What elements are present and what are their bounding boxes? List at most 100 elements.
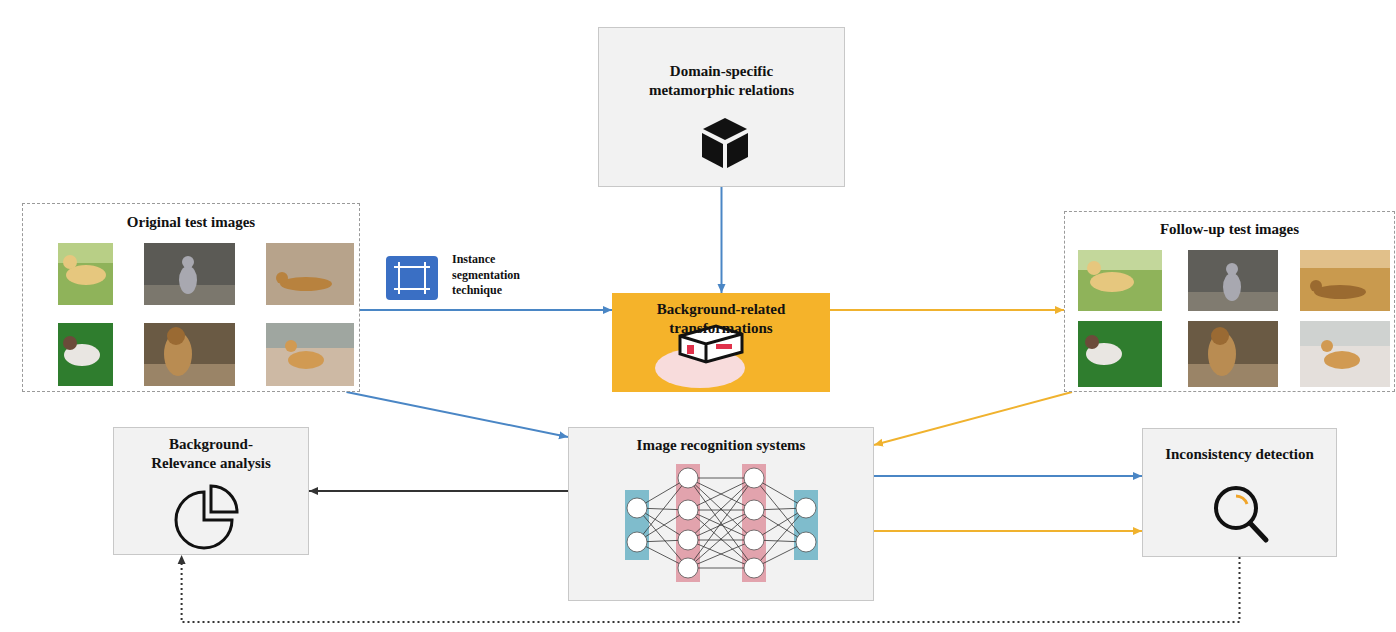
drawing-circle [1321, 340, 1333, 352]
drawing-rect [1078, 250, 1162, 311]
drawing-line [688, 478, 754, 568]
drawing-rect [144, 243, 235, 305]
drawing-circle [63, 255, 77, 269]
drawing-g [1300, 250, 1390, 311]
system-box: Image recognition systems [568, 427, 874, 601]
drawing-rect [1300, 250, 1390, 311]
drawing-circle [678, 468, 698, 488]
connector-arrow [874, 475, 1142, 477]
drawing-circle [796, 532, 816, 552]
drawing-circle [744, 558, 764, 578]
drawing-rect [1188, 250, 1278, 311]
drawing-rect [144, 323, 235, 386]
drawing-path [680, 334, 742, 362]
magnifier-icon [1216, 488, 1266, 540]
drawing-rect [598, 27, 845, 187]
drawing-rect [386, 256, 438, 300]
drawing-ellipse [179, 266, 197, 294]
drawing-g [1188, 321, 1278, 387]
drawing-rect [612, 293, 830, 392]
drawing-rect [113, 427, 309, 555]
drawing-path [702, 133, 723, 168]
drawing-line [424, 262, 426, 294]
drawing-circle [167, 327, 185, 345]
drawing-rect [1300, 321, 1390, 387]
drawing-g [1188, 250, 1278, 311]
drawing-g [1300, 321, 1390, 387]
drawing-circle [1211, 327, 1229, 345]
drawing-line [688, 478, 754, 568]
drawing-g [637, 478, 806, 568]
drawing-rect [742, 464, 766, 582]
relations-box: Domain-specific metamorphic relations [598, 27, 845, 187]
connector-arrow [346, 392, 568, 437]
node-label: Inconsistency detection [1147, 445, 1332, 464]
drawing-rect [144, 364, 235, 386]
drawing-circle [678, 500, 698, 520]
drawing-circle [744, 468, 764, 488]
drawing-circle [678, 558, 698, 578]
node-label: Domain-specific metamorphic relations [627, 62, 817, 100]
drawing-line [688, 478, 754, 510]
drawing-g [627, 468, 816, 578]
drawing-rect [399, 267, 425, 289]
node-label: Image recognition systems [581, 436, 861, 455]
drawing-rect [687, 345, 694, 354]
drawing-circle [744, 500, 764, 520]
drawing-g [266, 323, 354, 386]
connector-arrow [874, 530, 1142, 532]
node-label: Background-related transformations [631, 300, 811, 338]
drawing-rect [1300, 321, 1390, 346]
drawing-circle [744, 530, 764, 550]
drawing-ellipse [1223, 273, 1241, 301]
node-label: Background- Relevance analysis [136, 435, 286, 473]
drawing-circle [276, 272, 288, 284]
node-label: Follow-up test images [1100, 220, 1360, 239]
drawing-rect [568, 427, 874, 601]
connector-arrow [309, 490, 568, 492]
drawing-rect [266, 243, 354, 305]
drawing-rect [1188, 321, 1278, 387]
drawing-g [266, 243, 354, 305]
segmentation-icon [386, 256, 438, 300]
drawing-line [688, 540, 754, 568]
drawing-circle [1087, 261, 1101, 275]
drawing-circle [63, 336, 77, 350]
transform-box: Background-related transformations [612, 293, 830, 392]
drawing-line [688, 510, 754, 540]
drawing-line [1250, 523, 1266, 540]
drawing-circle [1085, 335, 1099, 349]
connector-arrow [830, 309, 1064, 311]
drawing-path [176, 492, 232, 548]
drawing-g [144, 323, 235, 386]
edge-label: Instance segmentation technique [450, 251, 550, 300]
drawing-circle [678, 530, 698, 550]
node-label: Original test images [61, 213, 321, 232]
drawing-path [211, 486, 237, 512]
drawing-g [1078, 321, 1162, 387]
drawing-rect [1300, 250, 1390, 268]
drawing-rect [676, 464, 700, 582]
drawing-rect [58, 243, 113, 305]
follow-up-photos [1078, 250, 1390, 387]
neural-network-icon [625, 464, 818, 582]
drawing-circle [285, 340, 297, 352]
drawing-circle [627, 532, 647, 552]
drawing-g [58, 323, 113, 386]
connector-arrow [874, 392, 1072, 445]
drawing-line [688, 478, 754, 510]
connector-arrow [721, 187, 723, 293]
drawing-g [58, 243, 113, 305]
detection-box: Inconsistency detection [1142, 428, 1337, 557]
drawing-path [727, 133, 748, 168]
pie-chart-icon [176, 486, 237, 548]
drawing-circle [182, 256, 194, 268]
drawing-circle [796, 498, 816, 518]
drawing-rect [625, 490, 649, 560]
drawing-line [398, 262, 400, 294]
drawing-line [688, 510, 754, 540]
drawing-path [703, 118, 747, 140]
drawing-circle [1226, 263, 1238, 275]
drawing-ellipse [1090, 272, 1134, 292]
